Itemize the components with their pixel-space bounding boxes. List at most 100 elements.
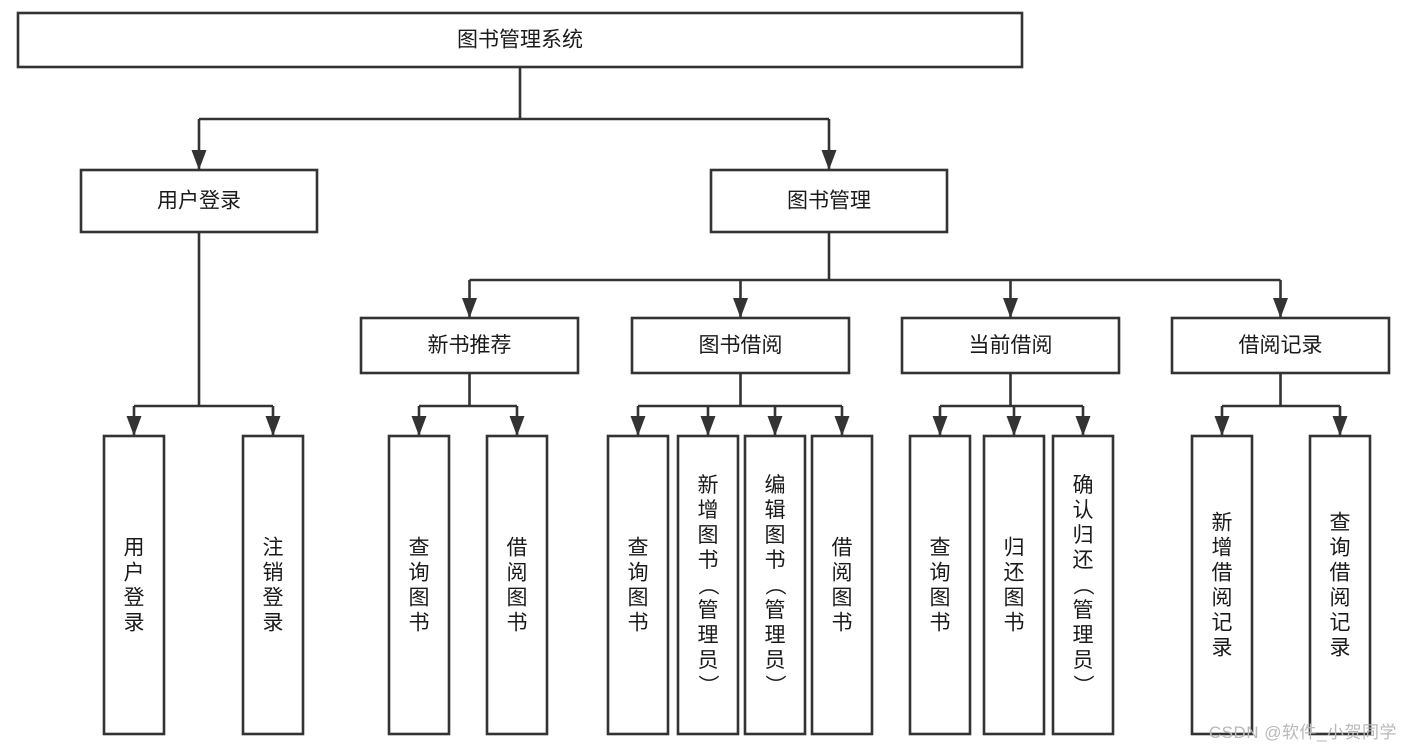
arrow-head-icon xyxy=(411,416,427,436)
node-label-char: ） xyxy=(763,675,786,696)
node-label: 图书管理系统 xyxy=(457,29,583,52)
node-label-char: （ xyxy=(1071,575,1094,596)
node-label-char: 借 xyxy=(1330,562,1351,585)
node-label-char: （ xyxy=(763,575,786,596)
node-box xyxy=(606,434,670,736)
node-label-char: 图 xyxy=(409,587,430,610)
node-label-char: 销 xyxy=(263,562,284,585)
node-current-borrow[interactable]: 当前借阅 xyxy=(900,316,1121,375)
node-box xyxy=(908,434,972,736)
node-label-char: 确 xyxy=(1073,474,1094,497)
arrow-head-icon xyxy=(932,416,948,436)
node-label-char: 归 xyxy=(1004,537,1025,560)
node-label-char: 录 xyxy=(263,612,284,635)
arrow-head-icon xyxy=(1075,416,1091,436)
node-label-char: 员 xyxy=(698,649,719,672)
node-box xyxy=(1170,316,1391,375)
node-label-char: 书 xyxy=(507,612,528,635)
node-label-char: 管 xyxy=(1073,599,1094,622)
node-label-char: 还 xyxy=(1073,549,1094,572)
node-label-char: 录 xyxy=(1330,637,1351,660)
node-label-char: 辑 xyxy=(765,499,786,522)
node-label-char: （ xyxy=(696,575,719,596)
node-box xyxy=(359,316,580,375)
node-label-char: 图 xyxy=(628,587,649,610)
node-box xyxy=(810,434,874,736)
node-label-char: 查 xyxy=(930,537,951,560)
node-label-char: 图 xyxy=(832,587,853,610)
arrow-head-icon xyxy=(1214,416,1230,436)
node-label-char: ） xyxy=(1071,675,1094,696)
node-label-char: 阅 xyxy=(507,562,528,585)
node-root[interactable]: 图书管理系统 xyxy=(16,11,1024,69)
node-label: 新书推荐 xyxy=(428,334,512,357)
arrow-head-icon xyxy=(767,416,783,436)
node-label-char: 新 xyxy=(1212,512,1233,535)
node-label-char: 借 xyxy=(507,537,528,560)
node-box xyxy=(676,434,740,736)
node-box xyxy=(1051,434,1115,736)
arrow-head-icon xyxy=(462,298,477,318)
node-book-manage[interactable]: 图书管理 xyxy=(709,168,949,234)
node-label-char: 图 xyxy=(1004,587,1025,610)
node-box xyxy=(1308,434,1372,736)
node-label-char: 录 xyxy=(124,612,145,635)
node-label-char: 书 xyxy=(930,612,951,635)
node-label-char: 管 xyxy=(765,599,786,622)
node-label-char: 注 xyxy=(263,537,284,560)
node-label-char: 借 xyxy=(832,537,853,560)
node-label-char: 员 xyxy=(765,649,786,672)
node-box xyxy=(982,434,1046,736)
node-leaf-user-login[interactable]: 用户登录 xyxy=(102,434,166,736)
node-book-borrow[interactable]: 图书借阅 xyxy=(630,316,851,375)
arrow-head-icon xyxy=(1003,298,1018,318)
node-box xyxy=(387,434,451,736)
node-box xyxy=(900,316,1121,375)
node-label-char: 登 xyxy=(124,587,145,610)
node-label-char: 图 xyxy=(698,524,719,547)
arrow-head-icon xyxy=(191,150,207,170)
node-borrow-record[interactable]: 借阅记录 xyxy=(1170,316,1391,375)
node-label-char: 查 xyxy=(628,537,649,560)
node-label-char: 编 xyxy=(765,474,786,497)
arrow-head-icon xyxy=(630,416,646,436)
node-user-login[interactable]: 用户登录 xyxy=(79,168,319,234)
node-box xyxy=(1190,434,1254,736)
arrow-head-icon xyxy=(509,416,525,436)
node-label-char: 书 xyxy=(409,612,430,635)
node-label-char: 书 xyxy=(1004,612,1025,635)
node-box xyxy=(16,11,1024,69)
node-label: 图书借阅 xyxy=(699,334,783,357)
arrow-head-icon xyxy=(1332,416,1348,436)
node-label-char: 增 xyxy=(698,499,719,522)
node-box xyxy=(79,168,319,234)
arrow-head-icon xyxy=(700,416,716,436)
node-label-char: 记 xyxy=(1330,612,1351,635)
node-label-char: 登 xyxy=(263,587,284,610)
node-label-char: 员 xyxy=(1073,649,1094,672)
node-box xyxy=(102,434,166,736)
node-label-char: 查 xyxy=(409,537,430,560)
node-new-book-rec[interactable]: 新书推荐 xyxy=(359,316,580,375)
node-label-char: 理 xyxy=(1073,624,1094,647)
arrow-head-icon xyxy=(733,298,748,318)
node-label-char: 增 xyxy=(1212,537,1233,560)
node-label-char: 询 xyxy=(1330,537,1351,560)
node-label-char: 理 xyxy=(765,624,786,647)
node-label-char: 书 xyxy=(698,549,719,572)
node-box xyxy=(709,168,949,234)
node-label-char: 阅 xyxy=(1212,587,1233,610)
node-label-char: 书 xyxy=(832,612,853,635)
